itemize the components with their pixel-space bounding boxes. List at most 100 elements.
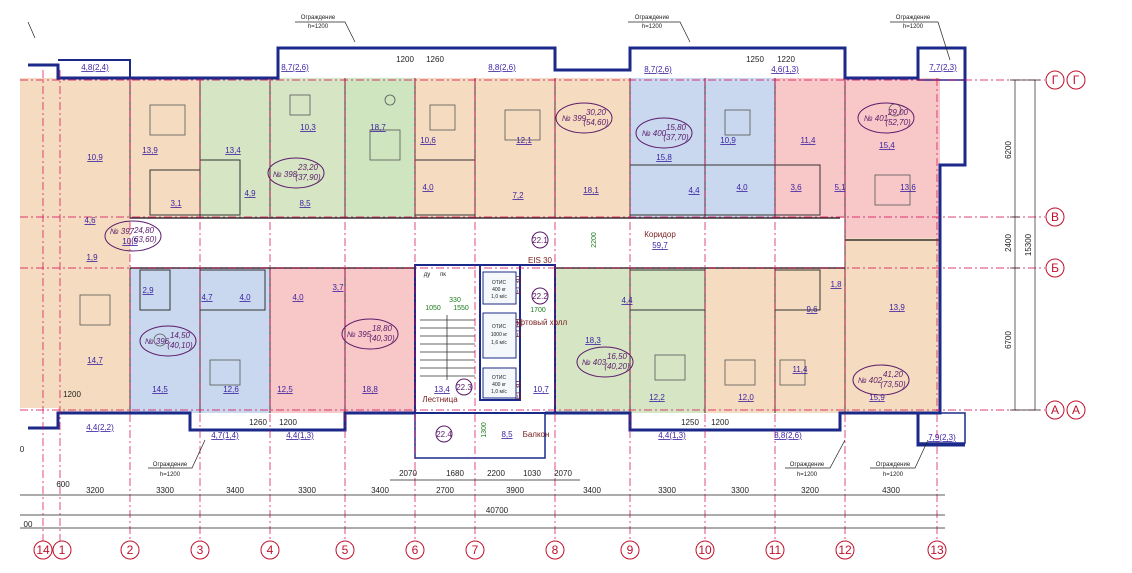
core-dim: 2200: [591, 232, 598, 248]
core-dim: 1300: [481, 422, 488, 438]
svg-text:(37,70): (37,70): [663, 133, 689, 142]
fence-label: Ограждение: [790, 462, 825, 468]
lift-speed: 1,6 м/с: [491, 340, 507, 346]
window-dim: 1200: [63, 390, 81, 399]
balcony-area: 8,7(2,6): [281, 63, 309, 72]
svg-text:15,80: 15,80: [666, 123, 687, 132]
room-area: 4,6: [84, 216, 96, 225]
bottom-dim: 3300: [298, 486, 316, 495]
room-area: 4,0: [292, 293, 304, 302]
svg-text:(37,90): (37,90): [295, 173, 321, 182]
balcony-area: 8,8(2,6): [774, 431, 802, 440]
bottom-dim: 3200: [86, 486, 104, 495]
room-area: 15,8: [656, 153, 672, 162]
core-bottom-dim: 2070: [554, 469, 572, 478]
window-dim: 1260: [249, 418, 267, 427]
apartment-tag: № 395 18,80 (40,30): [341, 318, 399, 350]
svg-text:В: В: [1051, 210, 1059, 224]
vertical-dim: 6700: [1004, 331, 1013, 349]
column-axis-label: 13: [930, 543, 944, 557]
column-axis-label: 5: [342, 543, 349, 557]
room-area: 13,6: [900, 183, 916, 192]
core-dim: 1700: [530, 307, 546, 314]
balcony-area: 7,7(2,3): [929, 63, 957, 72]
column-axis-label: 10: [698, 543, 712, 557]
room-area: 14,5: [152, 385, 168, 394]
vertical-dim: 15300: [1024, 233, 1033, 256]
window-dim: 1250: [681, 418, 699, 427]
svg-text:14,50: 14,50: [170, 331, 191, 340]
room-area: 18,7: [370, 123, 386, 132]
ei30-label: EI 30: [514, 275, 523, 294]
bottom-dim: 3900: [506, 486, 524, 495]
room-area: 12,1: [516, 136, 532, 145]
node-label: 22.4: [436, 430, 452, 439]
balcony-areas: 4,8(2,4) 8,7(2,6) 8,8(2,6) 8,7(2,6) 4,6 (…: [81, 63, 957, 442]
fence-label-height: h=1200: [642, 24, 663, 30]
corridor-area: 59,7: [652, 241, 668, 250]
bottom-dim: 4300: [882, 486, 900, 495]
row-axis-bubble: В: [1045, 207, 1065, 227]
room-area: 13,4: [225, 146, 241, 155]
core-bottom-dim: 1680: [446, 469, 464, 478]
column-axes: 14 1 2 3 4 5 6 7 8 9 10 11 12 13: [33, 540, 947, 560]
cut-label: 0: [20, 445, 25, 454]
bottom-dim: 3300: [658, 486, 676, 495]
svg-text:30,20: 30,20: [586, 108, 607, 117]
balcony-area: 7,9(2,3): [928, 433, 956, 442]
room-area: 12,0: [738, 393, 754, 402]
balcony-area: 4,8(2,4): [81, 63, 109, 72]
svg-text:23,20: 23,20: [297, 163, 319, 172]
room-area: 4,4: [621, 296, 633, 305]
fence-label: Ограждение: [301, 15, 336, 21]
svg-text:(63,60): (63,60): [131, 235, 157, 244]
stair-label: Лестница: [422, 395, 458, 404]
svg-text:(54,60): (54,60): [583, 118, 609, 127]
room-area: 10,6: [420, 136, 436, 145]
lift-capacity: 400 кг: [492, 382, 506, 388]
lift-shaft-tag: пк: [440, 272, 446, 278]
room-area: 4,0: [422, 183, 434, 192]
column-axis-label: 9: [627, 543, 634, 557]
room-area: 12,6: [223, 385, 239, 394]
lift-speed: 1,0 м/с: [491, 294, 507, 300]
room-area: 10,3: [300, 123, 316, 132]
core-dim: 1550: [453, 305, 469, 312]
window-dim: 1200: [396, 55, 414, 64]
room-area: 13,9: [142, 146, 158, 155]
column-axis-label: 2: [127, 543, 134, 557]
svg-text:(40,30): (40,30): [369, 334, 395, 343]
bottom-dim: 3400: [371, 486, 389, 495]
lifts: ОТИС 400 кг 1,0 м/с ОТИС 1000 кг 1,6 м/с…: [424, 271, 517, 399]
column-axis-label: 14: [36, 543, 50, 557]
node-label: 22.3: [456, 383, 472, 392]
apartment-tag: № 397 24,80 (63,60): [104, 220, 162, 252]
column-axis-label: 12: [838, 543, 852, 557]
fence-label: Ограждение: [635, 15, 670, 21]
room-area: 8,5: [501, 430, 513, 439]
balcony-area: 8,7(2,6): [644, 65, 672, 74]
svg-text:А: А: [1051, 403, 1059, 417]
fence-label: Ограждение: [896, 15, 931, 21]
svg-text:№ 398: № 398: [273, 170, 298, 179]
room-area: 13,4: [434, 385, 450, 394]
svg-text:№ 397: № 397: [110, 227, 135, 236]
svg-text:(40,20): (40,20): [604, 362, 630, 371]
column-axis-label: 4: [267, 543, 274, 557]
vertical-dim: 2400: [1004, 234, 1013, 252]
column-axis-label: 1: [59, 543, 66, 557]
room-area: 7,2: [512, 191, 524, 200]
room-area: 11,4: [801, 136, 817, 145]
room-area: 4,0: [239, 293, 251, 302]
ei30-label: EI 30: [514, 380, 523, 399]
apartment-tags: № 397 24,80 (63,60) № 398 23,20 (37,90) …: [104, 102, 915, 396]
room-area: 4,4: [688, 186, 700, 195]
room-area: 12,2: [649, 393, 665, 402]
bottom-dim: 3400: [226, 486, 244, 495]
room-area: 18,8: [362, 385, 378, 394]
column-axis-label: 11: [769, 543, 782, 557]
balcony-area: 4,7(1,4): [211, 431, 239, 440]
svg-text:(52,70): (52,70): [885, 118, 911, 127]
